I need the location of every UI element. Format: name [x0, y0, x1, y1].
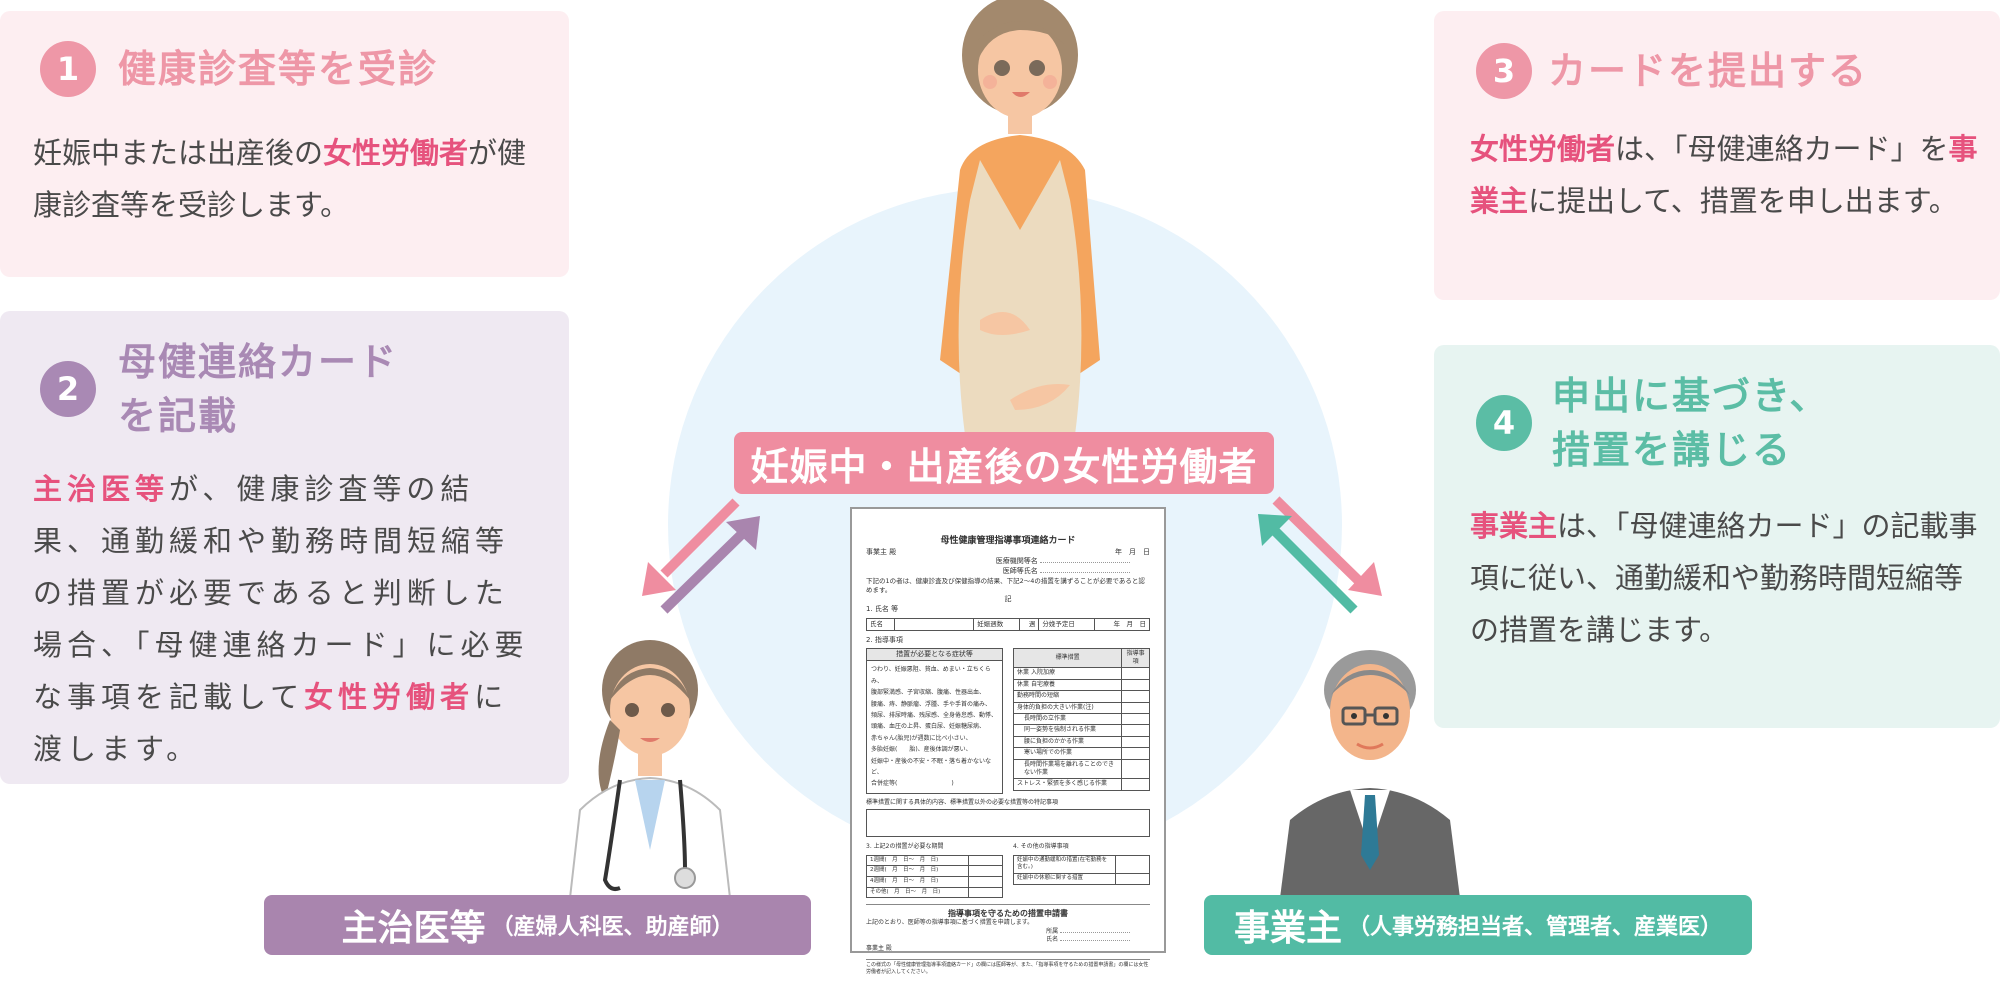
maternal-health-card-document: 母性健康管理指導事項連絡カード 事業主 殿 年 月 日 医療機関等名 医師等氏名…	[850, 507, 1166, 975]
doc-name-table: 氏名 妊娠週数週 分娩予定日年 月 日	[866, 617, 1151, 631]
arrow-doctor-to-worker	[660, 516, 760, 614]
doc-intro: 下記の1の者は、健康診査及び保健指導の結果、下記2〜4の措置を講ずることが必要で…	[866, 576, 1145, 595]
doc-section-2: 2. 指導事項	[866, 635, 903, 644]
doc-application-title: 指導事項を守るための措置申請書	[948, 909, 1068, 919]
step-1-header: 1 健康診査等を受診	[40, 41, 438, 97]
step-2-panel: 2 母健連絡カードを記載 主治医等が、健康診査等の結果、通勤緩和や勤務時間短縮等…	[0, 311, 569, 784]
arrow-employer-to-worker	[1258, 514, 1358, 614]
step-1-panel: 1 健康診査等を受診 妊娠中または出産後の女性労働者が健康診査等を受診します。	[0, 11, 569, 277]
doc-addressee: 事業主 殿	[866, 547, 897, 556]
doc-section-4: 4. その他の指導事項	[1013, 843, 1069, 851]
employer-illustration	[1280, 650, 1460, 898]
doctor-role-label: 主治医等 （産婦人科医、助産師）	[264, 895, 811, 955]
step-4-header: 4 申出に基づき、措置を講じる	[1476, 369, 1829, 477]
step-1-title: 健康診査等を受診	[118, 47, 439, 91]
step-2-header: 2 母健連絡カードを記載	[40, 335, 398, 443]
doc-special-notes-box	[866, 809, 1150, 838]
step-2-title: 母健連絡カードを記載	[118, 340, 399, 438]
step-4-panel: 4 申出に基づき、措置を講じる 事業主は、「母健連絡カード」の記載事項に従い、通…	[1434, 345, 2000, 728]
doc-title: 母性健康管理指導事項連絡カード	[940, 536, 1076, 546]
doc-special-notes-label: 標準措置に関する具体的内容、標準措置以外の必要な措置等の特記事項	[866, 798, 1059, 806]
doc-symptoms-box: 措置が必要となる症状等 つわり、妊娠悪阻、貧血、めまい・立ちくらみ、 腹部緊満感…	[866, 647, 1004, 794]
step-3-body: 女性労働者は、「母健連絡カード」を事業主に提出して、措置を申し出ます。	[1470, 132, 1978, 218]
arrow-worker-to-employer	[1272, 496, 1382, 596]
doctor-illustration	[568, 640, 732, 898]
step-2-number-badge: 2	[40, 361, 96, 417]
step-4-body: 事業主は、「母健連絡カード」の記載事項に従い、通勤緩和や勤務時間短縮等の措置を講…	[1470, 509, 1978, 647]
step-4-title: 申出に基づき、措置を講じる	[1552, 374, 1830, 472]
doc-footnote: この様式の「母性健康管理指導事項連絡カード」の欄には医師等が、また、「指導事項を…	[866, 959, 1150, 976]
doc-date: 年 月 日	[1115, 547, 1150, 556]
doc-section-3: 3. 上記2の措置が必要な期間	[866, 843, 944, 851]
doc-institution-label: 医療機関等名	[995, 557, 1038, 566]
step-2-body: 主治医等が、健康診査等の結果、通勤緩和や勤務時間短縮等の措置が必要であると判断し…	[33, 472, 529, 766]
pregnant-worker-illustration	[940, 0, 1100, 435]
step-4-number-badge: 4	[1476, 395, 1532, 451]
doc-measures-box: 標準措置指導事項 休業 入院加療 休業 自宅療養 勤務時間の短縮 身体的負担の大…	[1013, 647, 1150, 794]
step-3-title: カードを提出する	[1548, 49, 1869, 93]
step-3-number-badge: 3	[1476, 43, 1532, 99]
arrow-worker-to-doctor	[642, 498, 740, 596]
step-3-panel: 3 カードを提出する 女性労働者は、「母健連絡カード」を事業主に提出して、措置を…	[1434, 11, 2000, 300]
doc-section-1: 1. 氏名 等	[866, 604, 899, 613]
employer-role-label: 事業主 （人事労務担当者、管理者、産業医）	[1204, 895, 1752, 955]
step-1-number-badge: 1	[40, 41, 96, 97]
worker-role-label: 妊娠中・出産後の女性労働者	[734, 432, 1274, 494]
step-1-body: 妊娠中または出産後の女性労働者が健康診査等を受診します。	[33, 136, 527, 222]
step-3-header: 3 カードを提出する	[1476, 43, 1868, 99]
doc-doctor-label: 医師等氏名	[1002, 567, 1038, 576]
